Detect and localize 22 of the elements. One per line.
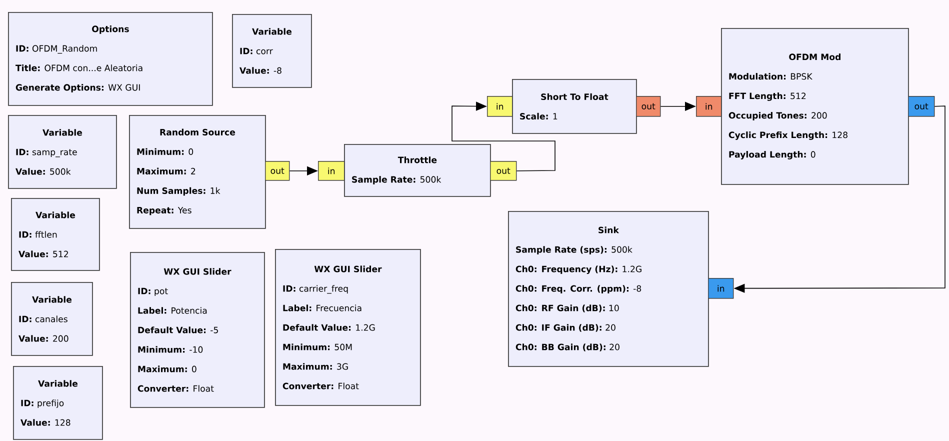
block-box: OFDM Mod Modulation: BPSK FFT Length: 512 Occupied Tones: 200 Cyclic Prefix Length: 128 Payload Length: 0 — [721, 28, 909, 185]
block-box: Options ID: OFDM_Random Title: OFDM con...e Aleatoria Generate Options: WX GUI — [8, 12, 213, 106]
block-box: Short To Float Scale: 1 — [512, 79, 637, 134]
port-box: out — [636, 96, 661, 117]
block-box: Variable ID: samp_rate Value: 500k — [8, 115, 117, 189]
port-box: out — [490, 161, 517, 181]
block-box: WX GUI Slider ID: carrier_freq Label: Frecuencia Default Value: 1.2G Minimum: 50M Maximum: 3G Converter: Float — [275, 249, 421, 406]
block-box: Random Source Minimum: 0 Maximum: 2 Num Samples: 1k Repeat: Yes — [129, 115, 266, 229]
port-box: out — [265, 161, 290, 181]
port-box: in — [708, 278, 734, 299]
block-box: Variable ID: canales Value: 200 — [11, 282, 93, 356]
block-box: Variable ID: fftlen Value: 512 — [11, 198, 100, 271]
port-box: in — [318, 161, 345, 181]
block-box: Sink Sample Rate (sps): 500k Ch0: Frequency (Hz): 1.2G Ch0: Freq. Corr. (ppm): -8 Ch0: RF Gain (dB): 10 Ch0: IF Gain (dB): 20 Ch0: BB Gain (dB): 20 — [508, 211, 709, 367]
arrow — [452, 102, 556, 172]
port-box: out — [908, 96, 935, 117]
port-box: in — [487, 96, 513, 117]
block-box: Variable ID: corr Value: -8 — [232, 14, 312, 88]
block-box: Variable ID: prefijo Value: 128 — [13, 366, 103, 440]
port-box: in — [696, 96, 722, 117]
block-box: Throttle Sample Rate: 500k — [344, 144, 491, 197]
block-box: WX GUI Slider ID: pot Label: Potencia Default Value: -5 Minimum: -10 Maximum: 0 Converter: Float — [130, 252, 265, 408]
